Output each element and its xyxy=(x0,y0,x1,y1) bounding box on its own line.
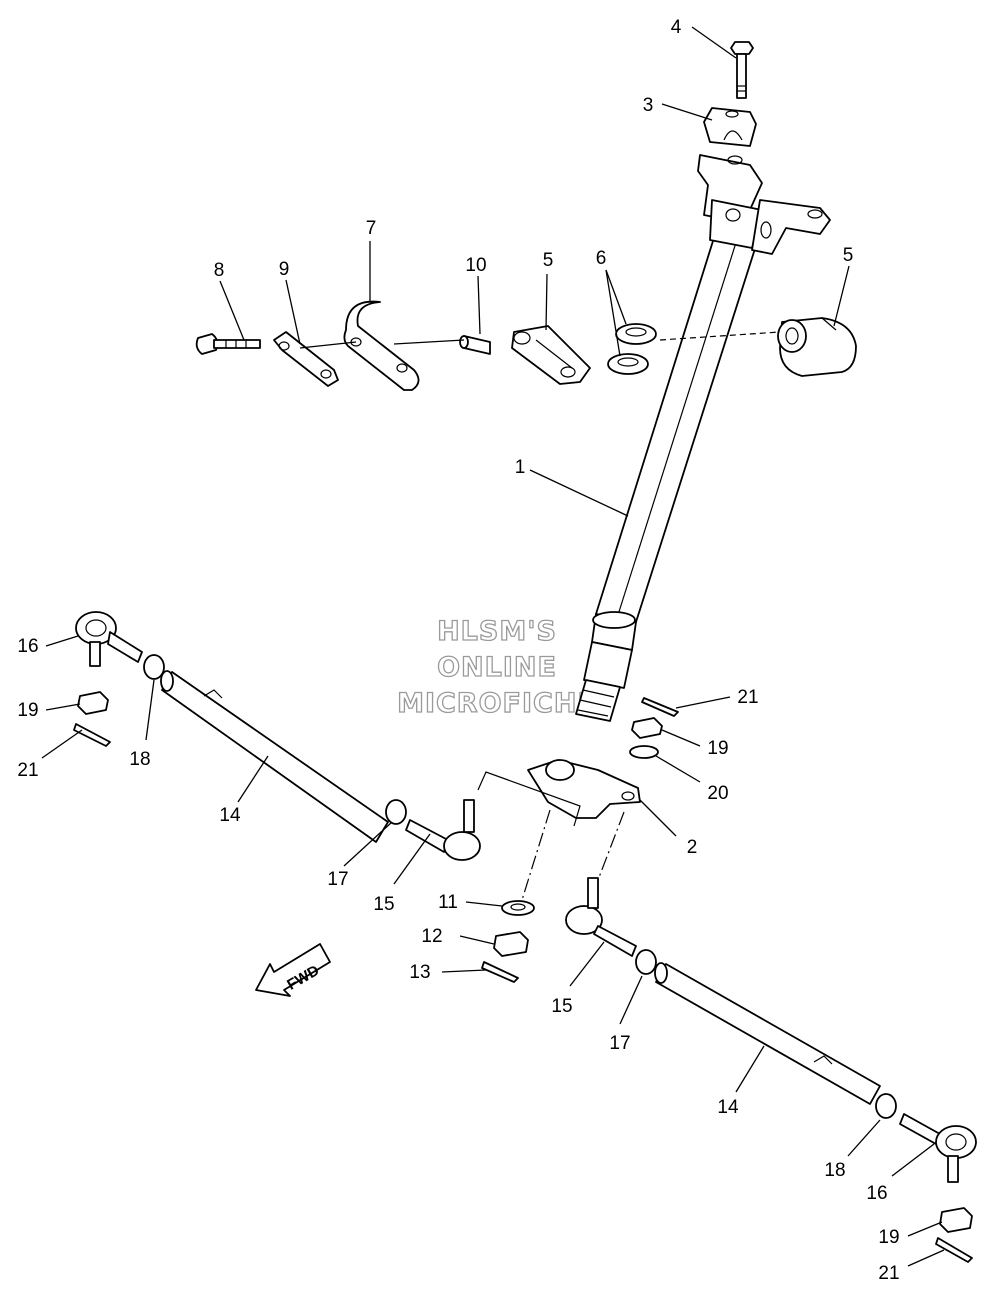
assembly-axis xyxy=(521,809,551,901)
callout-18-right: 18 xyxy=(824,1160,845,1181)
callout-15-right: 15 xyxy=(551,996,572,1017)
washer-lower-part xyxy=(501,900,535,916)
callout-1: 1 xyxy=(515,457,526,478)
watermark: HLSM'S ONLINE MICROFICHE xyxy=(396,615,597,719)
callout-5-left: 5 xyxy=(543,250,554,271)
callout-18-left: 18 xyxy=(129,749,150,770)
callout-19-right: 19 xyxy=(878,1227,899,1248)
assembly-line xyxy=(299,341,357,349)
pitman-arm-part xyxy=(527,759,641,819)
callout-19-left: 19 xyxy=(17,700,38,721)
castle-nut-upper-part xyxy=(631,717,663,739)
nut-18-right xyxy=(875,1093,897,1119)
collar-left-part xyxy=(511,325,591,385)
callout-9: 9 xyxy=(279,259,290,280)
cotter-pin-21-left xyxy=(73,723,111,747)
tie-rod-end-left-part xyxy=(75,611,143,667)
assembly-line xyxy=(393,339,465,345)
callout-19-upper: 19 xyxy=(707,738,728,759)
cotter-pin-lower-part xyxy=(481,961,519,983)
watermark-line-2: ONLINE xyxy=(437,652,557,683)
callout-8: 8 xyxy=(214,260,225,281)
callout-10: 10 xyxy=(465,255,486,276)
callout-6: 6 xyxy=(596,248,607,269)
callout-2: 2 xyxy=(687,837,698,858)
collar-right-part xyxy=(777,317,857,377)
assembly-axis xyxy=(477,771,581,827)
tie-rod-right-part xyxy=(654,962,881,1105)
watermark-line-1: HLSM'S xyxy=(437,616,557,647)
washers-part xyxy=(607,323,657,375)
callout-16-left: 16 xyxy=(17,636,38,657)
cotter-pin-21-right xyxy=(935,1237,973,1263)
castle-nut-19-left xyxy=(77,691,109,715)
steering-shaft-part xyxy=(575,224,761,722)
washer-upper-part xyxy=(629,745,659,759)
column-bracket xyxy=(697,154,831,255)
nut-lower-part xyxy=(493,931,529,957)
callout-16-right: 16 xyxy=(866,1183,887,1204)
callout-15-left: 15 xyxy=(373,894,394,915)
cotter-pin-upper-part xyxy=(641,697,679,717)
callout-17-left: 17 xyxy=(327,869,348,890)
tie-rod-end-mid-right-part xyxy=(565,877,657,975)
tie-rod-left-part xyxy=(160,670,389,843)
watermark-line-3: MICROFICHE xyxy=(397,688,597,719)
callout-5-right: 5 xyxy=(843,245,854,266)
assembly-line xyxy=(659,331,781,341)
callouts: 4 3 7 8 9 10 5 6 5 1 16 19 21 18 14 17 1… xyxy=(17,17,899,1284)
callout-21-left: 21 xyxy=(17,760,38,781)
callout-21-upper: 21 xyxy=(737,687,758,708)
callout-14-left: 14 xyxy=(219,805,241,826)
callout-4: 4 xyxy=(671,17,682,38)
callout-14-right: 14 xyxy=(717,1097,739,1118)
callout-21-right: 21 xyxy=(878,1263,899,1284)
callout-17-right: 17 xyxy=(609,1033,630,1054)
hex-bolt-part xyxy=(195,333,261,355)
callout-13: 13 xyxy=(409,962,430,983)
nut-18-left xyxy=(143,654,165,680)
callout-11: 11 xyxy=(438,892,458,913)
leader-lines xyxy=(41,26,945,1267)
lock-plate-part xyxy=(273,331,339,387)
callout-7: 7 xyxy=(366,218,377,239)
spacer-part xyxy=(459,335,491,355)
callout-20: 20 xyxy=(707,783,728,804)
forward-arrow-icon: FWD xyxy=(255,943,331,997)
tie-rod-end-right-part xyxy=(899,1113,977,1183)
callout-3: 3 xyxy=(643,95,654,116)
plate-part xyxy=(343,300,420,391)
tie-rod-end-mid-left-part xyxy=(385,799,481,861)
upper-clamp-part xyxy=(703,107,757,147)
assembly-axis xyxy=(597,811,625,881)
bolt-part xyxy=(730,41,754,99)
castle-nut-19-right xyxy=(939,1207,973,1233)
callout-12: 12 xyxy=(421,926,442,947)
